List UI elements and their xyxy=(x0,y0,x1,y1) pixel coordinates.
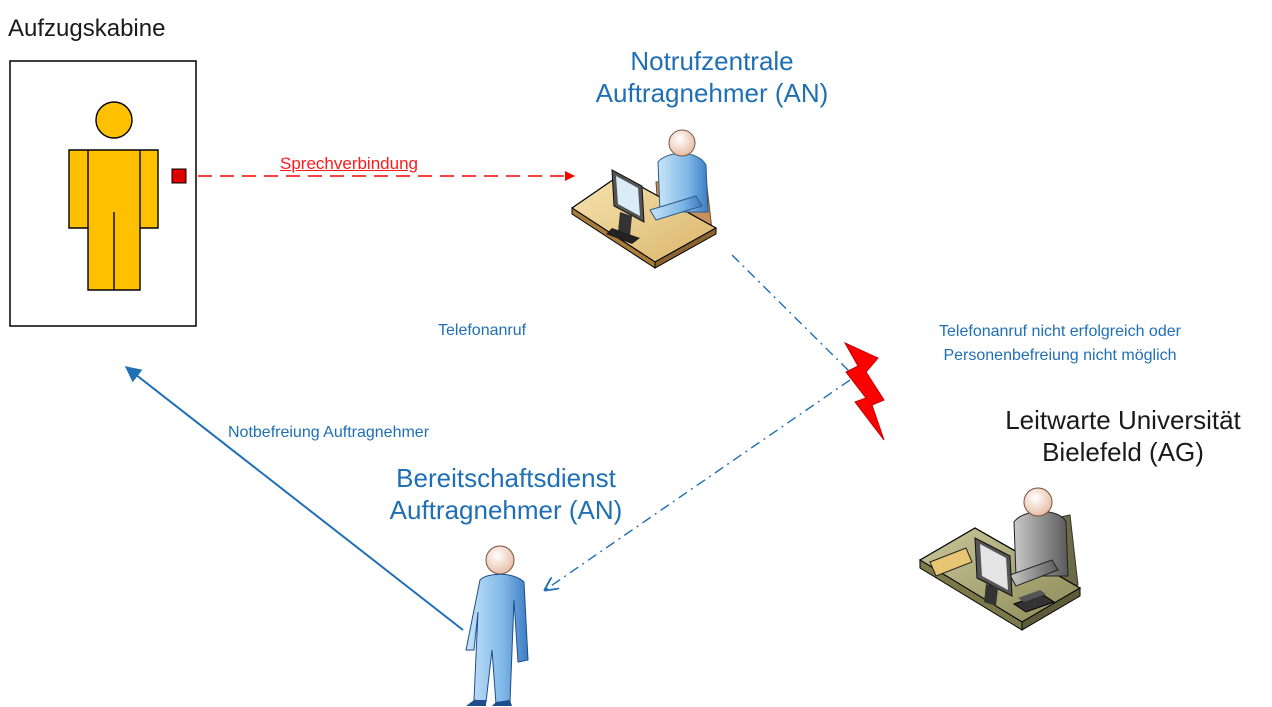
call-center-title: Notrufzentrale Auftragnehmer (AN) xyxy=(582,46,842,109)
call-button-icon xyxy=(171,168,187,184)
standby-title: Bereitschaftsdienst Auftragnehmer (AN) xyxy=(356,463,656,526)
cabin-label: Aufzugskabine xyxy=(8,15,166,42)
control-room-desk-icon xyxy=(918,487,1082,631)
rescue-arrow xyxy=(124,366,464,631)
failure-label-line1: Telefonanruf nicht erfolgreich oder xyxy=(939,323,1181,340)
standby-title-line1: Bereitschaftsdienst xyxy=(396,463,616,493)
phone-call-label: Telefonanruf xyxy=(438,322,527,339)
rescue-label: Notbefreiung Auftragnehmer xyxy=(228,424,430,441)
lightning-icon xyxy=(843,341,885,441)
call-center-title-line1: Notrufzentrale xyxy=(630,46,794,76)
elevator-person-icon xyxy=(68,101,159,291)
control-room-title-line2: Bielefeld (AG) xyxy=(1042,436,1204,467)
alert-standby-arrow xyxy=(545,379,851,590)
elevator-cabin xyxy=(9,60,197,327)
call-center-title-line2: Auftragnehmer (AN) xyxy=(595,77,829,108)
standby-person-icon xyxy=(465,545,529,706)
speech-link-label: Sprechverbindung xyxy=(280,154,418,173)
failure-label: Telefonanruf nicht erfolgreich oder Pers… xyxy=(878,320,1242,368)
control-room-title-line1: Leitwarte Universität xyxy=(1005,405,1241,435)
failure-label-line2: Personenbefreiung nicht möglich xyxy=(943,347,1177,364)
control-room-title: Leitwarte Universität Bielefeld (AG) xyxy=(980,405,1266,468)
call-failure-line xyxy=(731,254,851,373)
standby-title-line2: Auftragnehmer (AN) xyxy=(389,494,623,525)
operator-desk-icon xyxy=(570,129,718,269)
